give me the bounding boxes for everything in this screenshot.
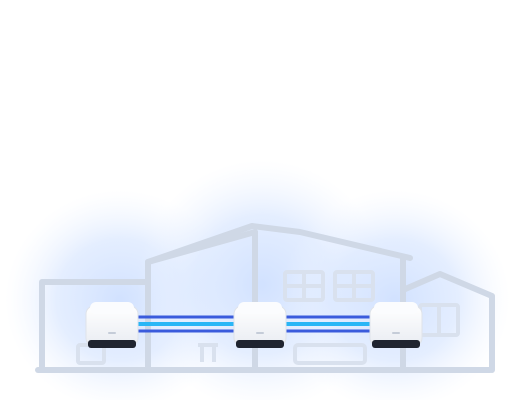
annex-roof [400,271,495,373]
mesh-links [136,315,372,333]
link-center-right [284,315,372,333]
mesh-node-right [369,302,423,348]
mesh-node-center [233,302,287,348]
sofa [293,343,367,365]
main-roof [145,223,413,265]
link-left-center [136,315,236,333]
mesh-node-left [85,302,139,348]
house-decor [76,270,460,365]
